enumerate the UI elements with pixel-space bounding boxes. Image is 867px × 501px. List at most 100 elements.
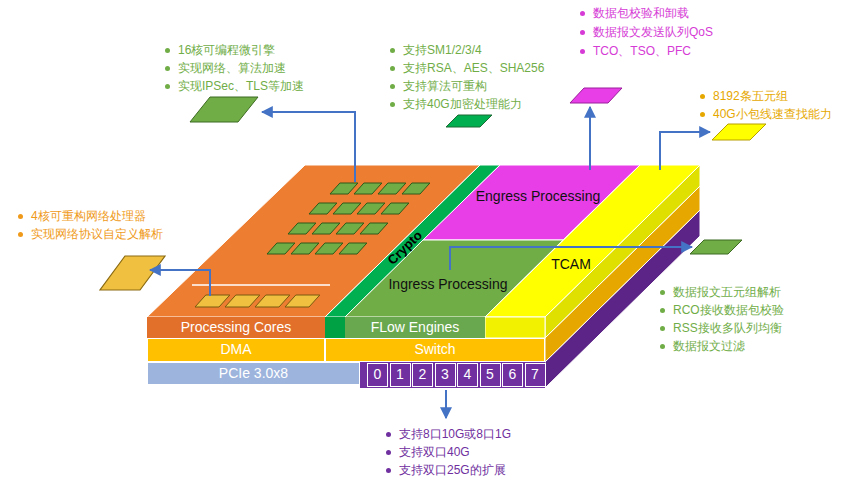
core-chip xyxy=(360,223,388,234)
callout-item: 实现网络协议自定义解析 xyxy=(18,226,163,242)
core-chip xyxy=(333,203,361,214)
tcam-region xyxy=(485,165,700,317)
core-chip xyxy=(381,203,409,214)
callout-item: 数据包校验和卸载 xyxy=(580,5,689,21)
region-label: TCAM xyxy=(546,256,596,274)
bullet-dot xyxy=(390,84,395,89)
core-chip xyxy=(336,223,364,234)
node-text: 6 xyxy=(509,367,517,382)
layer-block: DMA xyxy=(147,338,325,362)
callout-item: RSS接收多队列均衡 xyxy=(660,320,782,336)
bullet-dot xyxy=(580,49,585,54)
callout-icon xyxy=(100,256,165,290)
leader-arrow xyxy=(445,390,447,418)
port-box: 3 xyxy=(435,363,456,387)
port-box: 0 xyxy=(367,363,388,387)
bullet-dot xyxy=(386,468,391,473)
callout-icon xyxy=(712,124,766,140)
node-text: Switch xyxy=(414,342,455,357)
core-chip xyxy=(255,295,290,307)
node-text: 4 xyxy=(464,367,472,382)
port-box: 1 xyxy=(390,363,411,387)
callout-text: RSS接收多队列均衡 xyxy=(673,320,782,336)
bullet-dot xyxy=(390,48,395,53)
core-chip xyxy=(225,295,260,307)
layer-block: PCIe 3.0x8 xyxy=(147,362,360,385)
port-box: 7 xyxy=(525,363,546,387)
callout-text: 支持8口10G或8口1G xyxy=(399,426,511,442)
core-chip xyxy=(315,243,343,254)
node-text: Crypto xyxy=(385,228,425,267)
callout-text: 支持双口25G的扩展 xyxy=(399,462,506,478)
callout-text: 数据报文五元组解析 xyxy=(673,284,781,300)
callout-icon xyxy=(690,240,742,254)
callout-text: 4核可重构网络处理器 xyxy=(31,208,146,224)
leader-arrow xyxy=(150,270,210,296)
callout-text: 40G小包线速查找能力 xyxy=(713,106,832,122)
region-label: Engress Processing xyxy=(468,186,608,208)
callout-text: 实现IPSec、TLS等加速 xyxy=(178,78,304,94)
core-chip xyxy=(330,183,358,194)
node-text: 2 xyxy=(419,367,427,382)
port-box: 4 xyxy=(457,363,478,387)
bullet-dot xyxy=(165,48,170,53)
callout-item: 实现网络、算法加速 xyxy=(165,60,286,76)
leader-arrow xyxy=(589,107,591,170)
core-chip xyxy=(378,183,406,194)
port-box: 6 xyxy=(502,363,523,387)
face-block: FLow Engines xyxy=(345,317,485,338)
callout-text: 数据报文过滤 xyxy=(673,338,745,354)
callout-icon xyxy=(446,115,492,127)
callout-item: 支持算法可重构 xyxy=(390,78,487,94)
core-chip xyxy=(267,243,295,254)
callout-item: 数据报文过滤 xyxy=(660,338,745,354)
callout-icon xyxy=(190,97,258,122)
leader-arrow xyxy=(660,132,710,170)
port-box: 5 xyxy=(480,363,501,387)
callout-item: 4核可重构网络处理器 xyxy=(18,208,146,224)
callout-text: 支持双口40G xyxy=(399,444,470,460)
core-chip xyxy=(402,183,430,194)
callout-text: 实现网络、算法加速 xyxy=(178,60,286,76)
bullet-dot xyxy=(700,94,705,99)
callout-item: 16核可编程微引擎 xyxy=(165,42,275,58)
region-label: Crypto xyxy=(368,212,442,285)
callout-item: 支持双口40G xyxy=(386,444,470,460)
callout-text: 支持40G加密处理能力 xyxy=(403,96,522,112)
bullet-dot xyxy=(18,232,23,237)
callout-item: 40G小包线速查找能力 xyxy=(700,106,832,122)
callout-item: 数据报文五元组解析 xyxy=(660,284,781,300)
callout-item: 支持8口10G或8口1G xyxy=(386,426,511,442)
node-text: FLow Engines xyxy=(371,320,460,335)
core-chip xyxy=(309,203,337,214)
bullet-dot xyxy=(700,112,705,117)
callout-text: 实现网络协议自定义解析 xyxy=(31,226,163,242)
callout-item: 支持SM1/2/3/4 xyxy=(390,42,482,58)
node-text: 5 xyxy=(486,367,494,382)
core-chip xyxy=(357,203,385,214)
node-text: 1 xyxy=(396,367,404,382)
tcam-front-face xyxy=(485,317,545,338)
callout-text: TCO、TSO、PFC xyxy=(593,43,691,59)
bullet-dot xyxy=(660,290,665,295)
node-text: 7 xyxy=(531,367,539,382)
leader-arrow xyxy=(262,112,355,182)
crypto-front-face xyxy=(325,317,345,338)
callout-text: 8192条五元组 xyxy=(713,88,788,104)
callout-item: 支持40G加密处理能力 xyxy=(390,96,522,112)
bullet-dot xyxy=(18,214,23,219)
callout-icon xyxy=(570,88,622,103)
node-text: TCAM xyxy=(551,257,591,272)
callout-item: RCO接收数据包校验 xyxy=(660,302,784,318)
callout-text: RCO接收数据包校验 xyxy=(673,302,784,318)
core-chip xyxy=(288,223,316,234)
node-text: Ingress Processing xyxy=(388,277,507,292)
callout-item: TCO、TSO、PFC xyxy=(580,43,691,59)
port-box: 2 xyxy=(412,363,433,387)
core-chip xyxy=(339,243,367,254)
cores-divider xyxy=(192,284,330,286)
face-block: Processing Cores xyxy=(147,317,325,338)
bullet-dot xyxy=(386,432,391,437)
core-chip xyxy=(285,295,320,307)
